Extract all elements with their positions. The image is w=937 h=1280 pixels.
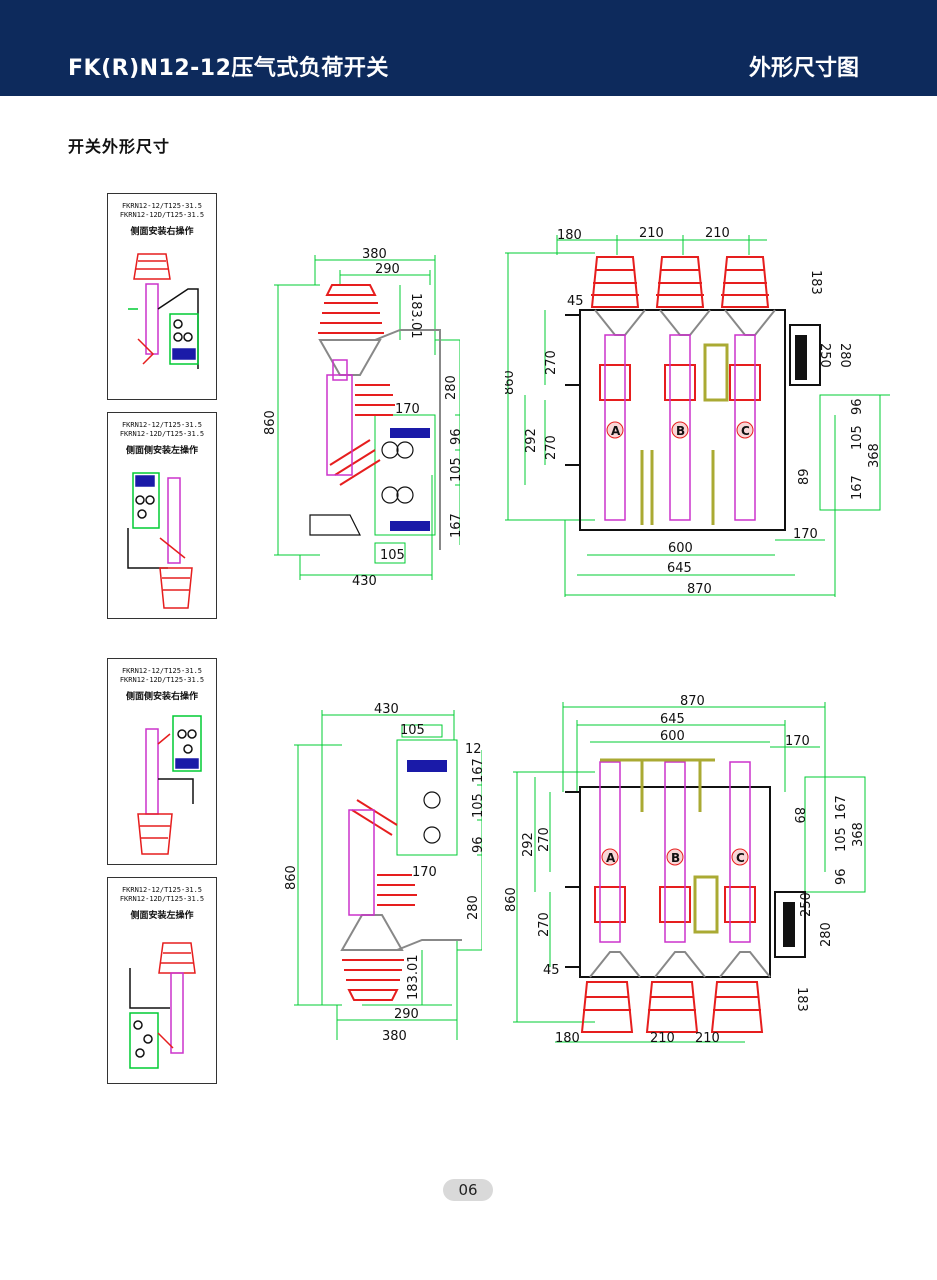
page-header: FK(R)N12-12压气式负荷开关 外形尺寸图 [0,0,937,96]
side-view-top: 380 290 183.01 860 280 170 96 105 167 10… [263,247,460,585]
dim-290: 290 [394,1007,419,1022]
dim-167: 167 [834,795,849,820]
dim-105: 105 [850,425,865,450]
dim-368: 368 [851,822,866,847]
dim-167: 167 [449,513,460,538]
variant-caption-3: 侧面侧安装右操作 [125,692,198,702]
variant-drawing-1 [128,253,199,369]
variant-drawing-3 [137,715,202,855]
dim-860: 860 [284,865,299,890]
variant-panel-2: FKRN12-12/T125-31.5 FKRN12-12D/T125-31.5… [107,412,217,619]
dim-170: 170 [793,527,818,542]
dim-270a: 270 [544,350,559,375]
model-code-2a: FKRN12-12/T125-31.5 [121,421,203,429]
product-title: FK(R)N12-12压气式负荷开关 [68,56,389,81]
dim-430: 430 [352,574,377,585]
dim-368: 368 [867,443,882,468]
dim-183: 183 [794,987,809,1012]
dim-600: 600 [660,729,685,744]
variant-drawing-2 [127,472,193,609]
phase-b-bottom: B [671,851,680,865]
dim-96: 96 [834,868,849,885]
phase-a-bottom: A [606,851,616,865]
dim-280: 280 [444,375,459,400]
dim-270b: 270 [544,435,559,460]
phase-c: C [741,424,750,438]
dim-270a: 270 [537,827,552,852]
dim-105b: 105 [471,793,482,818]
model-code-4a: FKRN12-12/T125-31.5 [121,886,203,894]
dim-292: 292 [521,832,536,857]
variant-caption-2: 侧面侧安装左操作 [125,446,198,456]
dim-250: 250 [817,343,832,368]
dim-170: 170 [785,734,810,749]
dim-860: 860 [505,887,519,912]
dim-380: 380 [362,247,387,262]
dim-860: 860 [263,410,278,435]
dim-290: 290 [375,262,400,277]
model-code-4b: FKRN12-12D/T125-31.5 [119,895,205,903]
dim-280: 280 [837,343,852,368]
dim-12: 12 [465,742,482,757]
variant-caption-4: 侧面安装左操作 [130,911,194,921]
dim-645: 645 [667,561,692,576]
dim-210a: 210 [650,1031,675,1046]
dim-96: 96 [850,398,865,415]
model-code-3a: FKRN12-12/T125-31.5 [121,667,203,675]
dim-89: 89 [791,807,806,824]
variant-caption-1: 侧面安装右操作 [130,227,194,237]
dim-600: 600 [668,541,693,556]
dim-45: 45 [543,963,560,978]
variant-panel-4: FKRN12-12/T125-31.5 FKRN12-12D/T125-31.5… [107,877,217,1084]
dim-430: 430 [374,702,399,717]
dim-89: 89 [797,468,812,485]
dim-105: 105 [400,723,425,738]
front-view-top: A B C 180 210 210 183 45 270 270 860 292… [505,226,890,597]
model-code-2b: FKRN12-12D/T125-31.5 [119,430,205,438]
model-code-1a: FKRN12-12/T125-31.5 [121,202,203,210]
section-title: 开关外形尺寸 [68,137,171,156]
dim-183: 183.01 [406,955,421,1001]
dim-170: 170 [395,402,420,417]
dim-167: 167 [471,758,482,783]
dim-105: 105 [834,827,849,852]
dim-645: 645 [660,712,685,727]
dim-183: 183 [808,270,823,295]
variant-panel-3: FKRN12-12/T125-31.5 FKRN12-12D/T125-31.5… [107,658,217,865]
dim-210b: 210 [695,1031,720,1046]
model-code-3b: FKRN12-12D/T125-31.5 [119,676,205,684]
dim-292: 292 [524,428,539,453]
page-number: 06 [443,1179,493,1201]
dim-250: 250 [799,892,814,917]
dim-210a: 210 [639,226,664,241]
variant-panel-1: FKRN12-12/T125-31.5 FKRN12-12D/T125-31.5… [107,193,217,400]
dim-860: 860 [505,370,517,395]
phase-b: B [676,424,685,438]
section-heading: 外形尺寸图 [748,56,859,81]
dim-96: 96 [449,428,460,445]
dim-270b: 270 [537,912,552,937]
phase-c-bottom: C [736,851,745,865]
dim-870: 870 [680,694,705,709]
dim-167: 167 [850,475,865,500]
dim-105b: 105 [380,548,405,563]
dim-280: 280 [819,922,834,947]
phase-a: A [611,424,621,438]
dim-180: 180 [555,1031,580,1046]
dim-105: 105 [449,457,460,482]
dim-183: 183.01 [408,293,423,339]
dim-170: 170 [412,865,437,880]
variant-drawing-4 [129,942,196,1069]
dim-280: 280 [466,895,481,920]
dim-870: 870 [687,582,712,597]
side-view-bottom: 430 105 12 167 105 96 170 860 280 183.01… [284,702,482,1044]
dim-45: 45 [567,294,584,309]
dim-380: 380 [382,1029,407,1044]
dim-210b: 210 [705,226,730,241]
dim-96: 96 [471,836,482,853]
front-view-bottom: A B C 870 645 600 170 292 270 89 167 105… [505,694,866,1046]
dim-180: 180 [557,228,582,243]
model-code-1b: FKRN12-12D/T125-31.5 [119,211,205,219]
